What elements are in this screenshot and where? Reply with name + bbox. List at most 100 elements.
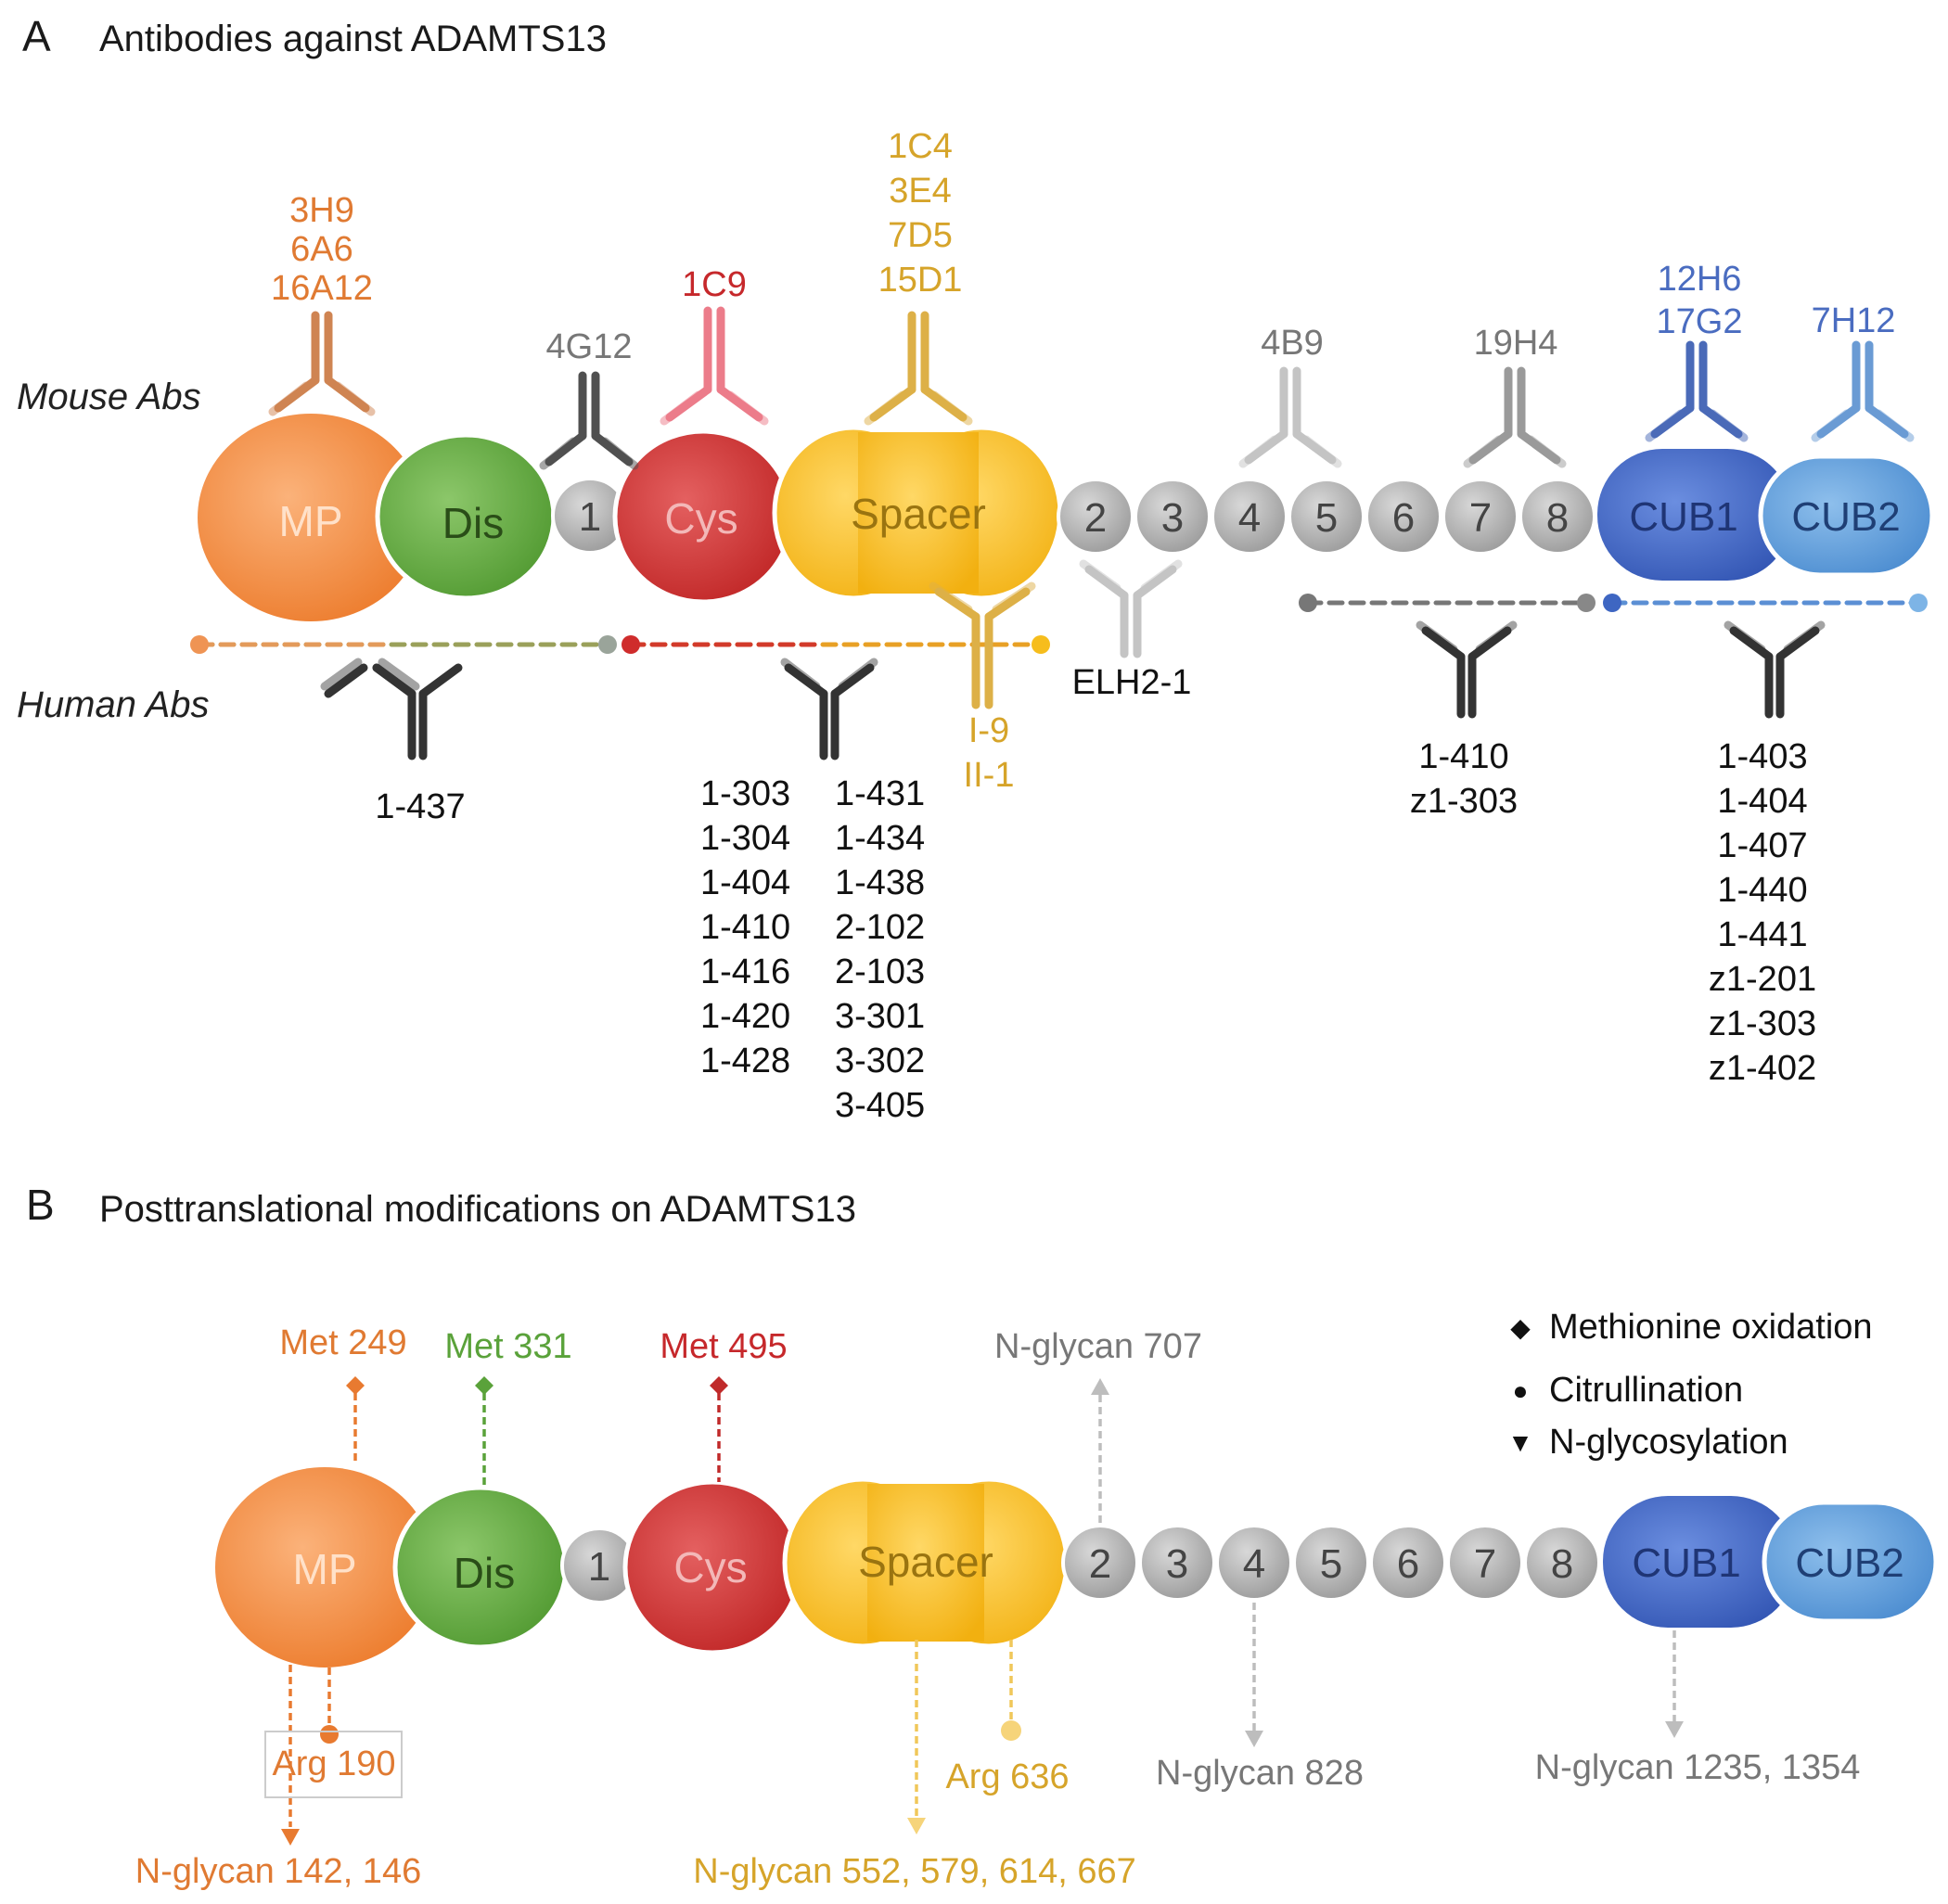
- ptm-label-met495: Met 495: [660, 1327, 788, 1366]
- panel-a-dis-domain: Dis: [375, 432, 557, 601]
- human-ab-cs-r3: 1-438: [835, 863, 926, 902]
- ptm-marker-nglycan142: [281, 1665, 300, 1846]
- antibody-icon-cys: [660, 306, 769, 426]
- panel-a-mp-domain: MP: [198, 414, 424, 621]
- ptm-marker-nglycan552: [907, 1640, 926, 1834]
- panel-a-cub2-domain: CUB2: [1758, 454, 1935, 578]
- antibody-icon-human-cys-spacer: [780, 658, 878, 760]
- mouse-ab-mp-2: 6A6: [290, 230, 353, 269]
- human-ab-cs-r1: 1-431: [835, 774, 926, 813]
- panel-b-dis-domain: Dis: [392, 1485, 569, 1650]
- panel-b-tsp3-label: 3: [1166, 1541, 1188, 1587]
- panel-b-tsp8-label: 8: [1551, 1541, 1573, 1587]
- panel-b-cys-domain: Cys: [622, 1479, 802, 1655]
- antibody-icon-cub1: [1645, 340, 1749, 442]
- antibody-icon-human-spacer: [929, 581, 1036, 709]
- panel-a-human-antibodies: [190, 559, 1928, 760]
- mouse-ab-spacer-1: 1C4: [888, 127, 953, 166]
- human-abs-label: Human Abs: [17, 684, 210, 725]
- human-ab-cys-spacer-left: 1-303 1-304 1-404 1-410 1-416 1-420 1-42…: [700, 772, 790, 1083]
- panel-b-domain-chain: MP Dis 1 Cys Spacer: [215, 1467, 1939, 1668]
- panel-b-tsp1-label: 1: [588, 1544, 610, 1590]
- human-ab-cs-l7: 1-428: [700, 1041, 791, 1080]
- human-ab-mp-dis: 1-437: [375, 787, 466, 826]
- human-ab-cub-7: z1-303: [1708, 1004, 1817, 1043]
- panel-b-cub1-domain: CUB1: [1603, 1496, 1796, 1628]
- panel-a-tsp2-label: 2: [1084, 495, 1107, 541]
- human-ab-t58-1: 1-410: [1418, 737, 1509, 776]
- diamond-icon: [475, 1376, 493, 1395]
- human-ab-cs-l5: 1-416: [700, 952, 791, 991]
- ptm-label-nglycan707: N-glycan 707: [994, 1327, 1202, 1366]
- ptm-label-met249: Met 249: [279, 1323, 407, 1362]
- panel-b-cub1-label: CUB1: [1632, 1540, 1740, 1586]
- mouse-ab-cys: 1C9: [682, 265, 747, 304]
- mouse-ab-mp-group: 3H9 6A6 16A12: [271, 191, 373, 308]
- panel-a-tsp5-label: 5: [1315, 495, 1338, 541]
- ptm-marker-met331: [475, 1376, 493, 1489]
- triangle-down-icon: [907, 1818, 926, 1834]
- triangle-down-icon: [1245, 1731, 1263, 1747]
- human-ab-cs-r8: 3-405: [835, 1086, 926, 1125]
- legend-citrullination-label: Citrullination: [1549, 1371, 1744, 1410]
- mouse-ab-cub1-1: 12H6: [1657, 260, 1742, 299]
- antibody-icon-human-t5-t8: [1416, 620, 1518, 719]
- human-ab-cs-r7: 3-302: [835, 1041, 926, 1080]
- mouse-ab-cub1-group: 12H6 17G2: [1657, 258, 1743, 343]
- panel-b-mp-domain: MP: [215, 1467, 434, 1668]
- circle-icon: [320, 1725, 339, 1744]
- human-ab-t5-t8-group: 1-410 z1-303: [1410, 735, 1518, 824]
- human-ab-cs-l2: 1-304: [700, 819, 791, 858]
- arg190-box: [264, 1731, 403, 1798]
- ptm-marker-arg190: [320, 1668, 339, 1744]
- panel-b-tsp4-label: 4: [1243, 1541, 1265, 1587]
- human-ab-cs-r5: 2-103: [835, 952, 926, 991]
- human-ab-t58-2: z1-303: [1409, 782, 1519, 821]
- panel-b-spacer-domain: Spacer: [782, 1476, 1070, 1649]
- panel-a-spacer-label: Spacer: [851, 490, 986, 538]
- circle-icon: [1001, 1720, 1021, 1741]
- mouse-ab-spacer-2: 3E4: [889, 172, 952, 211]
- human-ab-cs-r2: 1-434: [835, 819, 926, 858]
- mouse-ab-spacer-3: 7D5: [888, 216, 953, 255]
- human-ab-spacer-2: II-1: [963, 756, 1015, 795]
- human-ab-cub-2: 1-404: [1717, 782, 1808, 821]
- panel-b-ptm-markers: [264, 1376, 1684, 1846]
- legend-n-glycosylation-label: N-glycosylation: [1549, 1423, 1788, 1462]
- panel-a-tsp3-label: 3: [1161, 495, 1184, 541]
- human-ab-cub-6: z1-201: [1708, 960, 1817, 999]
- ptm-marker-arg636: [1001, 1640, 1021, 1741]
- panel-b-cub2-domain: CUB2: [1762, 1500, 1939, 1624]
- antibody-icon-mp: [268, 311, 376, 416]
- panel-b-mp-label: MP: [293, 1545, 357, 1593]
- ptm-label-nglycan142: N-glycan 142, 146: [135, 1852, 422, 1891]
- panel-b-tsp2-label: 2: [1089, 1541, 1111, 1587]
- mouse-ab-mp-3: 16A12: [271, 269, 373, 308]
- human-ab-spacer-1: I-9: [968, 711, 1010, 750]
- panel-b-spacer-label: Spacer: [858, 1538, 993, 1586]
- panel-a-tsp1-label: 1: [579, 494, 601, 540]
- human-ab-cs-l4: 1-410: [700, 908, 791, 947]
- mouse-ab-mp-1: 3H9: [289, 191, 354, 230]
- panel-a-cub1-domain: CUB1: [1597, 449, 1792, 581]
- panel-b-cub2-label: CUB2: [1795, 1540, 1903, 1586]
- panel-a-tsp6-label: 6: [1392, 495, 1415, 541]
- panel-a-letter: A: [22, 12, 51, 60]
- mouse-ab-t4: 4B9: [1261, 324, 1324, 363]
- triangle-up-icon: [1091, 1378, 1109, 1395]
- ptm-label-nglycan552: N-glycan 552, 579, 614, 667: [693, 1852, 1136, 1891]
- human-ab-cub-group: 1-403 1-404 1-407 1-440 1-441 z1-201 z1-…: [1709, 735, 1816, 1091]
- panel-a-tsp7-label: 7: [1469, 495, 1492, 541]
- panel-b-tsp-repeats: 2 3 4 5 6 7 8: [1061, 1524, 1601, 1602]
- legend-methionine-oxidation: ◆ Methionine oxidation: [1505, 1308, 1872, 1348]
- human-ab-cub-4: 1-440: [1717, 871, 1808, 910]
- antibody-icon-t4: [1238, 366, 1342, 468]
- human-ab-cs-l3: 1-404: [700, 863, 791, 902]
- mouse-ab-t1: 4G12: [545, 327, 633, 366]
- panel-a-title: Antibodies against ADAMTS13: [99, 19, 607, 59]
- human-ab-cub-8: z1-402: [1708, 1049, 1817, 1088]
- human-ab-cs-l1: 1-303: [700, 774, 791, 813]
- panel-a-domain-chain: MP Dis 1 Cys Spacer: [198, 414, 1935, 621]
- ptm-marker-nglycan828: [1245, 1603, 1263, 1747]
